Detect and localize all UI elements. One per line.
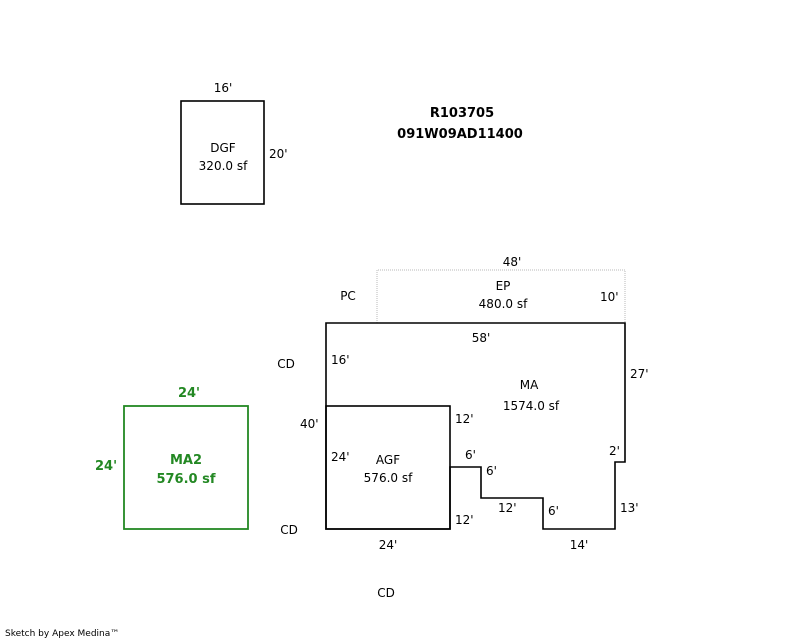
cd-label-lower: CD [280,523,298,537]
pc-label: PC [340,289,356,303]
ep-code: EP [496,279,511,293]
sketch-credit: Sketch by Apex Medina™ [5,629,119,639]
dgf-code: DGF [210,141,236,155]
agf-dim-left: 24' [331,450,350,464]
ma-dim-left-total: 40' [300,417,319,431]
dgf-dim-top: 16' [214,81,233,95]
ma-dim-step-down: 6' [548,504,559,518]
cd-label-upper: CD [277,357,295,371]
agf-area: 576.0 sf [364,471,413,485]
ma-dim-bottom-mid: 12' [498,501,517,515]
agf-outline [325,405,451,530]
ma-dim-right-lower: 13' [620,501,639,515]
ma-dim-step-across: 6' [486,464,497,478]
ma-dim-step-up: 6' [465,448,476,462]
ma2-outline [123,405,249,530]
ma2-dim-top: 24' [178,386,200,401]
ma-dim-top: 58' [472,331,491,345]
ep-dim-side: 10' [600,290,619,304]
ep-outline [376,269,626,323]
parcel-number: 091W09AD11400 [397,127,523,142]
agf-dim-bottom: 24' [379,538,398,552]
ma-outline [325,322,626,530]
agf-code: AGF [376,453,400,467]
ma-area: 1574.0 sf [503,399,560,413]
ep-area: 480.0 sf [479,297,528,311]
dgf-outline [180,100,265,205]
ma2-area: 576.0 sf [156,472,215,487]
ma2-dim-side: 24' [95,459,117,474]
ma-code: MA [520,378,539,392]
ma2-code: MA2 [170,453,202,468]
ma-dim-left-upper: 16' [331,353,350,367]
ma-dim-right: 27' [630,367,649,381]
cd-label-bottom: CD [377,586,395,600]
ep-dim-top: 48' [503,255,522,269]
dgf-area: 320.0 sf [199,159,248,173]
dgf-dim-side: 20' [269,147,288,161]
agf-dim-right-lower: 12' [455,513,474,527]
account-number: R103705 [430,106,494,121]
ma-dim-notch: 2' [609,444,620,458]
ma-dim-bottom-right: 14' [570,538,589,552]
ma-dim-agf-right-upper: 12' [455,412,474,426]
